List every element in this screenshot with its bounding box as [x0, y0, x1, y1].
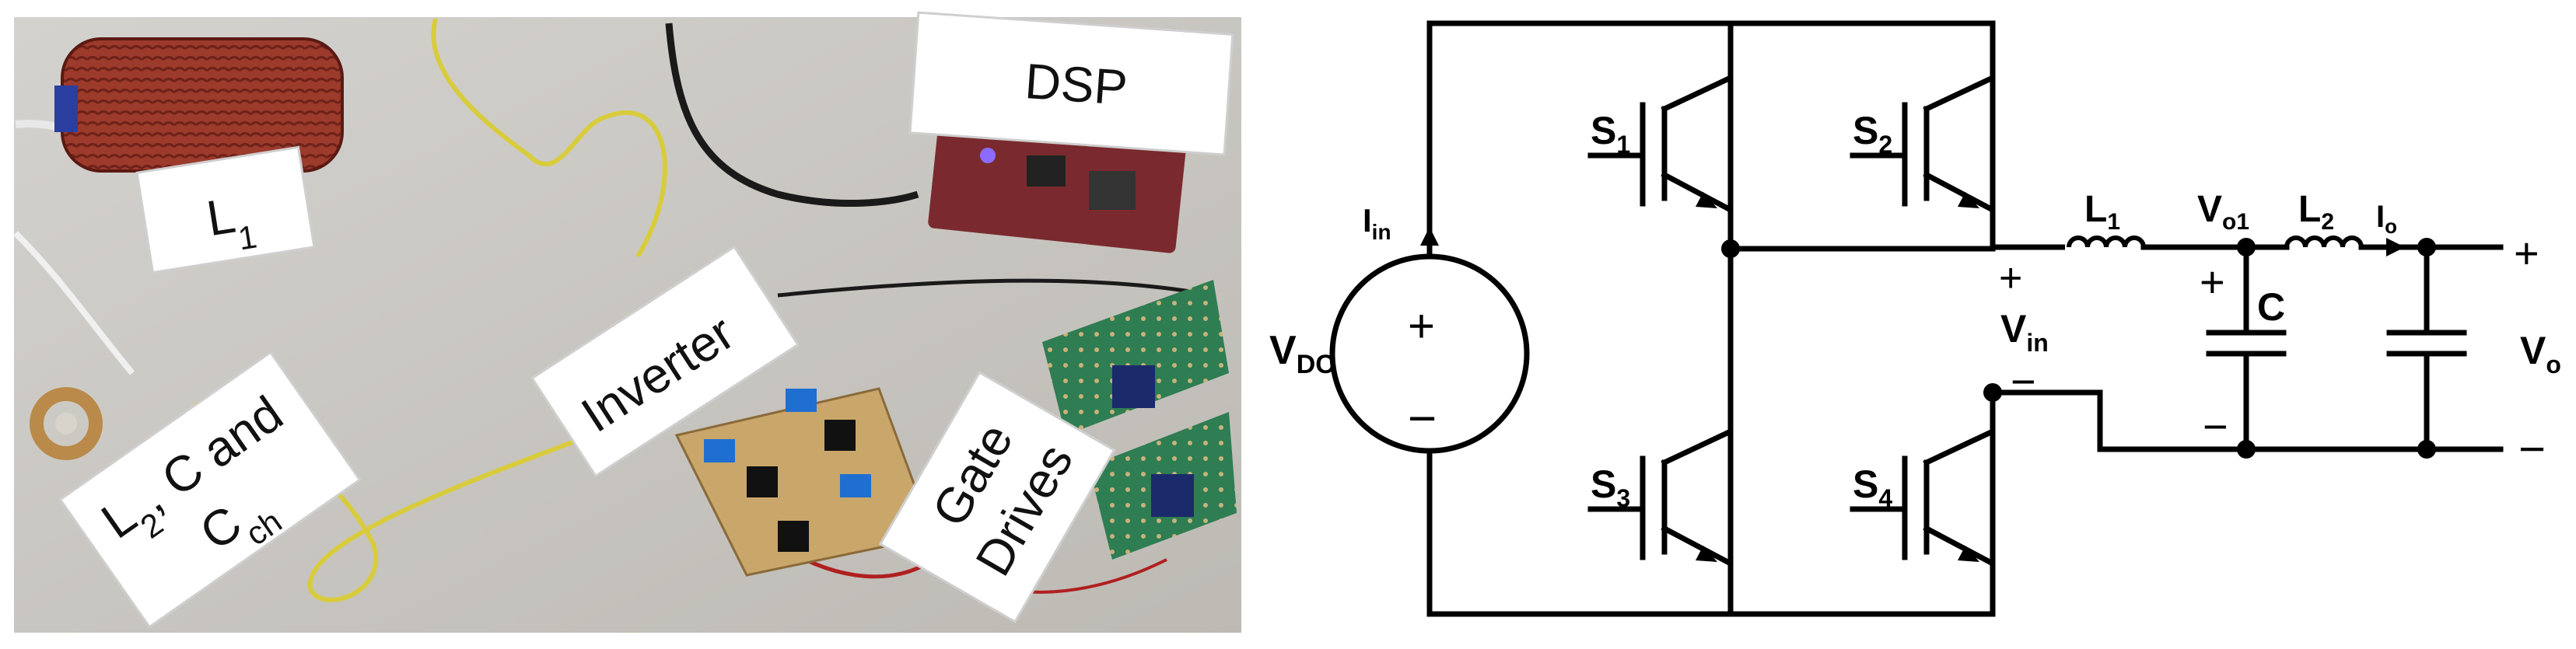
tag-dsp-text: DSP [1024, 53, 1129, 116]
label-vin: Vin [2000, 307, 2049, 357]
label-iin: Iin [1363, 202, 1391, 244]
label-l2: L2 [2298, 189, 2334, 235]
label-s3-main: S [1591, 462, 1616, 506]
label-vo1-sub: o1 [2222, 209, 2249, 235]
wire-return-line [1990, 389, 2426, 452]
label-vo1-main: V [2197, 189, 2222, 230]
label-s2-main: S [1853, 109, 1878, 152]
vo-minus: − [2518, 423, 2546, 475]
switch-s3 [1587, 386, 1734, 617]
node-right-leg [1983, 383, 2002, 402]
label-s1-sub: 1 [1616, 131, 1630, 159]
circuit-schematic: + − VDC Iin S1 S2 S3 S4 + Vin − L1 Vo1 [1269, 20, 2561, 617]
label-s4-sub: 4 [1878, 484, 1892, 512]
wire-bottom-rail [1426, 386, 1996, 617]
label-s3: S3 [1591, 462, 1630, 512]
tag-l1: L1 [135, 145, 316, 274]
white-wire-2 [13, 231, 135, 375]
yellow-wire-top [431, 18, 667, 258]
label-s2-sub: 2 [1878, 131, 1892, 159]
label-vdc: VDC [1269, 328, 1335, 379]
photo-panel: L1 DSP Inverter Gate Drives L2, C and Cc… [13, 11, 1241, 633]
label-l2-main: L [2298, 189, 2321, 230]
inverter-board-photo [674, 387, 936, 577]
label-c: C [2257, 285, 2285, 329]
vin-minus: − [2011, 357, 2036, 406]
dc-source-vdc: + − [1329, 253, 1530, 454]
label-s1-main: S [1591, 109, 1616, 152]
vdc-minus: − [1408, 390, 1437, 446]
c-minus: − [2203, 402, 2228, 451]
label-s4-main: S [1853, 462, 1878, 506]
label-vo1: Vo1 [2197, 189, 2249, 235]
switch-s2 [1850, 20, 1996, 252]
io-arrow [2386, 238, 2405, 256]
iin-arrow [1420, 227, 1439, 246]
gate-drive-boards-photo [1042, 280, 1237, 560]
vdc-plus: + [1408, 300, 1435, 352]
toroid-photo [30, 387, 103, 460]
c-plus: + [2200, 257, 2225, 306]
vo-plus: + [2514, 229, 2539, 277]
label-l2-sub: 2 [2321, 209, 2334, 235]
label-l1-sub: 1 [2107, 209, 2120, 235]
tag-dsp: DSP [908, 11, 1234, 156]
vin-plus: + [1999, 256, 2022, 301]
label-io: Io [2376, 200, 2397, 238]
node-left-leg [1721, 239, 1740, 258]
capacitor-output [2386, 244, 2504, 452]
label-s3-sub: 3 [1616, 484, 1630, 512]
label-vin-sub: in [2026, 329, 2048, 357]
label-vin-main: V [2000, 307, 2027, 351]
black-wire [777, 278, 1214, 298]
label-vdc-main: V [1269, 328, 1297, 373]
label-s4: S4 [1853, 462, 1892, 512]
label-vo: Vo [2520, 329, 2561, 379]
label-l1-main: L [2084, 189, 2107, 230]
inductor-l1 [2065, 233, 2249, 256]
wire-top-rail [1426, 20, 2103, 250]
inductor-l2 [2243, 233, 2504, 256]
label-io-sub: o [2385, 215, 2397, 238]
label-iin-main: I [1363, 202, 1372, 239]
switch-s1 [1587, 20, 1734, 252]
label-s1: S1 [1591, 109, 1630, 159]
label-iin-sub: in [1372, 220, 1391, 244]
label-vdc-sub: DC [1297, 350, 1335, 379]
label-vo-sub: o [2546, 351, 2561, 379]
label-vo-main: V [2520, 329, 2546, 372]
switch-s4 [1850, 389, 1996, 617]
usb-cable [665, 23, 919, 208]
label-s2: S2 [1853, 109, 1892, 159]
tag-l2-c-cch: L2, C and Cch [58, 351, 362, 629]
capacitor-c [2206, 244, 2287, 452]
label-l1: L1 [2084, 189, 2120, 235]
label-io-main: I [2376, 200, 2385, 234]
